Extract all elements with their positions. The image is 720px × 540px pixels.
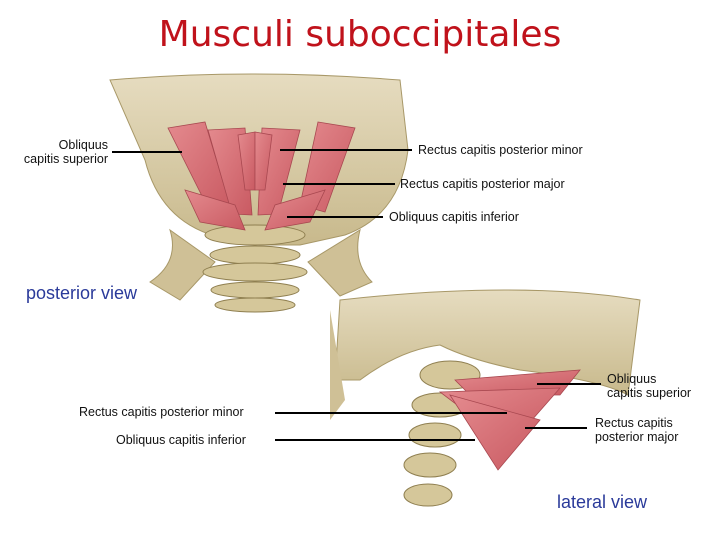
label-rect-minor-posterior: Rectus capitis posterior minor (418, 143, 583, 157)
label-line: capitis superior (23, 152, 108, 166)
label-obliquus-inf-lateral: Obliquus capitis inferior (116, 433, 246, 447)
posterior-view-illustration (109, 73, 409, 313)
leader-line (537, 383, 601, 385)
posterior-view-label: posterior view (26, 283, 138, 303)
leader-line (275, 412, 507, 414)
lateral-view-illustration (330, 289, 641, 507)
label-rect-major-posterior: Rectus capitis posterior major (400, 177, 565, 191)
label-obliquus-sup-posterior: Obliquus capitis superior (12, 138, 108, 166)
label-line: capitis superior (607, 386, 692, 400)
lateral-view-label: lateral view (557, 492, 648, 512)
label-line: Obliquus (607, 372, 657, 386)
label-obliquus-sup-lateral: Obliquus capitis superior (607, 372, 691, 400)
label-line: posterior major (595, 430, 679, 444)
label-obliquus-inf-posterior: Obliquus capitis inferior (389, 210, 519, 224)
leader-line (280, 149, 412, 151)
label-rect-minor-lateral: Rectus capitis posterior minor (79, 405, 244, 419)
leader-line (112, 151, 182, 153)
leader-line (283, 183, 395, 185)
label-line: Obliquus (58, 138, 108, 152)
leader-line (287, 216, 383, 218)
label-rect-major-lateral: Rectus capitis posterior major (595, 416, 678, 444)
leader-line (275, 439, 475, 441)
page-title: Musculi suboccipitales (158, 14, 562, 55)
label-line: Rectus capitis (595, 416, 673, 430)
leader-line (525, 427, 587, 429)
